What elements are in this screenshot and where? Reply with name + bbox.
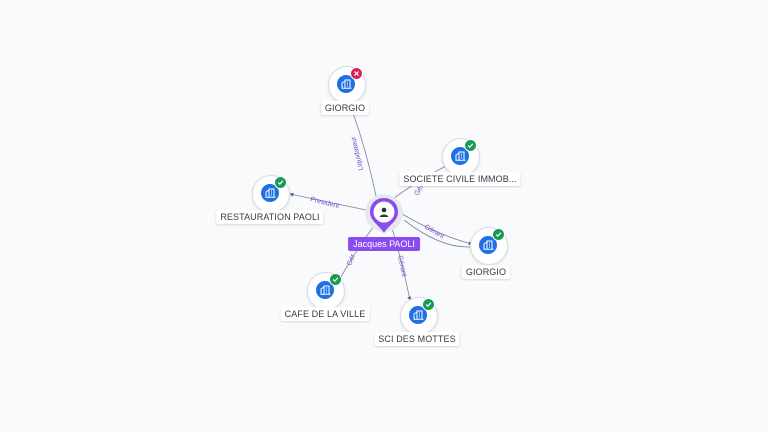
node-label: RESTAURATION PAOLI (216, 210, 324, 224)
node-label: CAFE DE LA VILLE (280, 307, 370, 321)
company-node-giorgio-closed[interactable] (328, 66, 366, 104)
person-name-label: Jacques PAOLI (348, 237, 420, 251)
company-node-cafe-de-la-ville[interactable] (307, 272, 345, 310)
edge-label-n1: Liquidateur (350, 135, 365, 171)
check-icon (422, 298, 435, 311)
edge-line-n4b (403, 219, 471, 248)
edge-line-n3 (289, 192, 367, 211)
company-node-restauration-paoli[interactable] (252, 175, 290, 213)
edge-label-n3: President (310, 196, 340, 210)
edge-label-n2: Gér (414, 183, 426, 197)
check-icon (274, 176, 287, 189)
edge-label-n4: Gérant (423, 224, 445, 241)
cross-icon (350, 67, 363, 80)
building-icon (451, 147, 469, 165)
company-node-giorgio-active[interactable] (470, 227, 508, 265)
edge-label-n5: Gér (346, 253, 357, 267)
company-node-sci-des-mottes[interactable] (400, 297, 438, 335)
building-icon (337, 75, 355, 93)
check-icon (492, 228, 505, 241)
edge-line-n4 (401, 213, 473, 246)
person-node-center[interactable] (365, 194, 403, 233)
building-icon (316, 281, 334, 299)
node-label: SOCIETE CIVILE IMMOB... (399, 172, 521, 186)
company-node-societe-civile[interactable] (442, 138, 480, 176)
node-label: GIORGIO (320, 101, 370, 115)
person-icon (379, 207, 389, 217)
edge-label-n6: Gérant (396, 255, 407, 277)
node-label: GIORGIO (461, 265, 511, 279)
building-icon (479, 236, 497, 254)
check-icon (329, 273, 342, 286)
building-icon (409, 306, 427, 324)
node-label: SCI DES MOTTES (374, 332, 460, 346)
building-icon (261, 184, 279, 202)
check-icon (464, 139, 477, 152)
edge-line-n6 (391, 227, 412, 301)
